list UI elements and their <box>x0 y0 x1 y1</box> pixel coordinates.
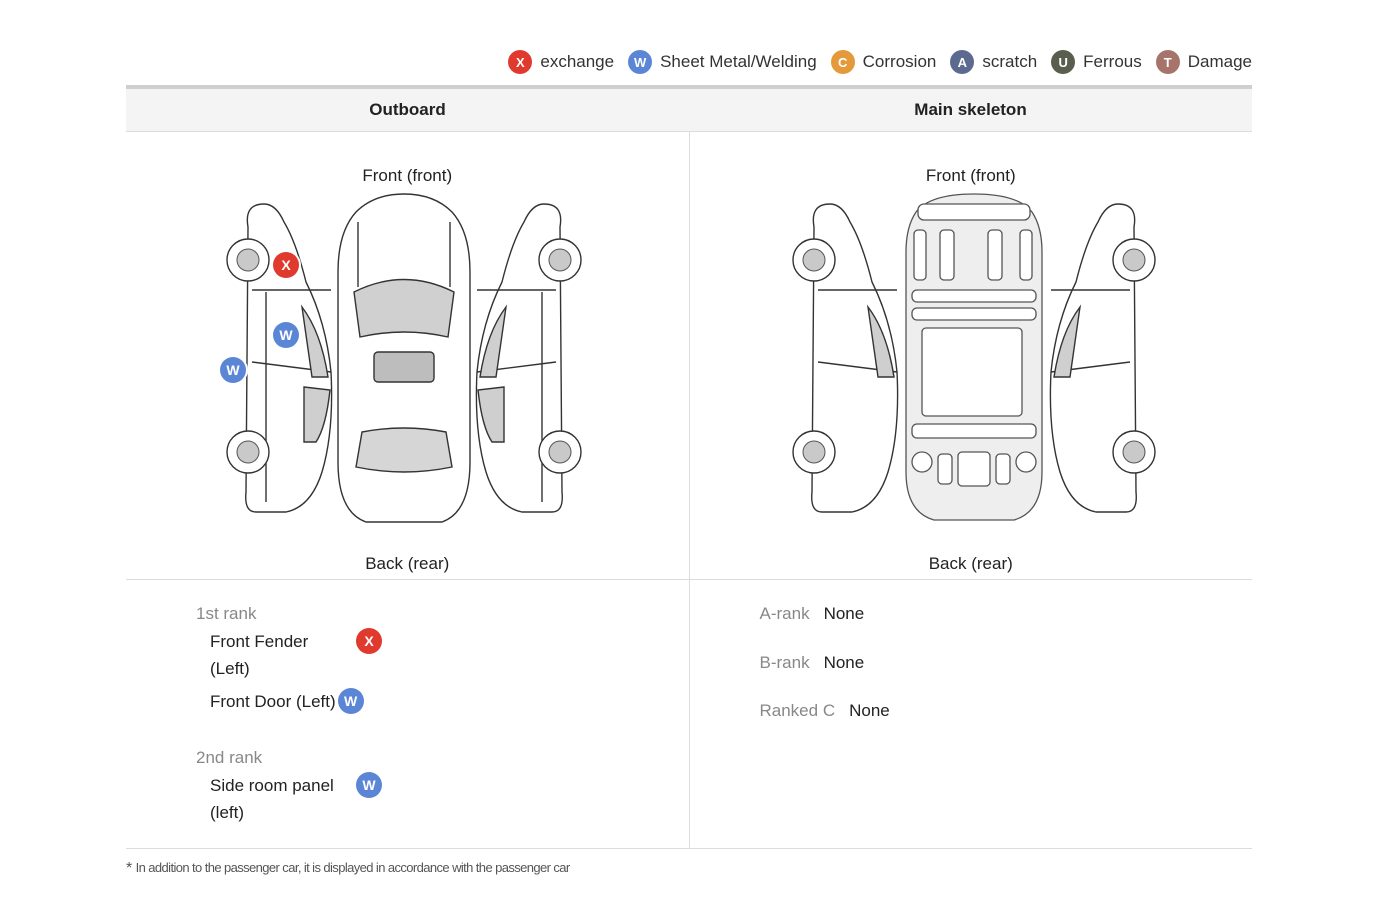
legend-item-ferrous: U Ferrous <box>1051 50 1142 74</box>
footnote-text: In addition to the passenger car, it is … <box>135 860 571 875</box>
column-header-main-skeleton: Main skeleton <box>914 100 1027 119</box>
left-side-window <box>866 304 895 378</box>
legend-label: Sheet Metal/Welding <box>660 52 817 71</box>
hub-rear-left <box>802 440 825 464</box>
legend-item-damage: T Damage <box>1155 50 1252 74</box>
right-side-rear-window <box>477 386 505 443</box>
frame-dash-bar <box>910 289 1037 303</box>
frame-rear-mount-right <box>1014 451 1037 473</box>
hub-rear-left <box>236 440 260 464</box>
legend-label: scratch <box>982 52 1038 71</box>
hub-front-right <box>1122 248 1145 272</box>
front-label: Front (front) <box>925 166 1016 185</box>
frame-floor-bar <box>910 307 1037 321</box>
front-label: Front (front) <box>362 166 453 185</box>
hub-front-left <box>236 248 260 272</box>
table-header: Outboard Main skeleton <box>126 89 1252 132</box>
outboard-car-diagram <box>226 193 582 523</box>
item-label: Front Fender <box>210 632 309 651</box>
right-side-window <box>479 304 508 378</box>
details-row: 1st rank Front Fender (Left) X Front Doo… <box>126 580 1252 849</box>
ferrous-badge-icon: U <box>1051 50 1076 74</box>
hub-front-right <box>548 248 572 272</box>
top-view-windshield <box>353 278 455 338</box>
frame-floor-panel <box>920 327 1023 417</box>
damage-legend: X exchange W Sheet Metal/Welding C Corro… <box>508 48 1252 76</box>
rank-line-a: A-rank None <box>760 604 865 624</box>
footnote: *In addition to the passenger car, it is… <box>126 860 570 878</box>
frame-rear-mount-left <box>910 451 933 473</box>
legend-label: Ferrous <box>1083 52 1142 71</box>
column-header-outboard: Outboard <box>369 100 446 119</box>
frame-rail-2 <box>938 229 955 281</box>
legend-item-sheet-metal: W Sheet Metal/Welding <box>628 50 817 74</box>
right-side-body <box>1049 203 1137 513</box>
right-side-window <box>1052 304 1081 378</box>
left-side-body <box>810 203 898 513</box>
rank-value: None <box>849 701 890 720</box>
frame-rail-1 <box>912 229 927 281</box>
legend-label: Corrosion <box>862 52 937 71</box>
welding-badge-icon: W <box>356 772 382 798</box>
item-label-side: (left) <box>210 803 244 822</box>
rank-value: None <box>823 604 865 623</box>
legend-label: Damage <box>1187 52 1252 71</box>
welding-badge-icon: W <box>337 688 364 714</box>
top-view-rear-window <box>355 427 453 473</box>
legend-item-scratch: A scratch <box>950 50 1037 74</box>
scratch-badge-icon: A <box>950 50 975 74</box>
frame-rear-rail-left <box>936 453 953 485</box>
frame-rear-rail-right <box>994 453 1011 485</box>
exchange-badge-icon: X <box>356 628 382 654</box>
rank-label: Ranked C <box>759 701 836 720</box>
left-side-window <box>300 304 329 378</box>
list-item-front-fender: Front Fender (Left) X <box>210 628 382 682</box>
corrosion-badge-icon: C <box>830 50 855 74</box>
marker-front-door-left[interactable]: W <box>273 322 299 348</box>
marker-front-fender-left[interactable]: X <box>273 252 299 278</box>
back-label: Back (rear) <box>365 554 450 573</box>
rank-title-1st: 1st rank <box>196 604 257 623</box>
legend-item-corrosion: C Corrosion <box>830 50 937 74</box>
hub-rear-right <box>548 440 572 464</box>
footnote-star: * <box>126 860 132 877</box>
back-label: Back (rear) <box>928 554 1013 573</box>
legend-label: exchange <box>540 52 615 71</box>
inspection-table: Outboard Main skeleton Front (front) <box>126 85 1252 849</box>
frame-rail-4 <box>1018 229 1033 281</box>
item-label: Side room panel <box>210 776 334 795</box>
frame-rear-bar <box>910 423 1037 439</box>
item-label-side: (Left) <box>210 659 250 678</box>
rank-title-2nd: 2nd rank <box>196 748 263 767</box>
hub-front-left <box>802 248 825 272</box>
frame-trunk-panel <box>956 451 991 487</box>
skeleton-car-diagram <box>791 193 1156 521</box>
rank-value: None <box>823 653 865 672</box>
left-side-rear-window <box>303 386 331 443</box>
hub-rear-right <box>1122 440 1145 464</box>
outboard-diagram-cell: Front (front) <box>126 132 690 579</box>
list-item-side-room-panel: Side room panel (left) W <box>210 772 382 826</box>
marker-side-room-panel-left[interactable]: W <box>220 357 246 383</box>
exchange-badge-icon: X <box>508 50 533 74</box>
list-item-front-door: Front Door (Left) W <box>210 688 364 715</box>
frame-rail-3 <box>986 229 1003 281</box>
skeleton-details-cell: A-rank None B-rank None Ranked C None <box>690 580 1253 848</box>
rank-line-b: B-rank None <box>760 653 865 673</box>
item-label: Front Door (Left) <box>210 692 336 711</box>
legend-item-exchange: X exchange <box>508 50 614 74</box>
rank-line-c: Ranked C None <box>760 701 890 721</box>
rank-label: B-rank <box>759 653 810 672</box>
outboard-details-cell: 1st rank Front Fender (Left) X Front Doo… <box>126 580 690 848</box>
top-view-sunroof <box>373 351 435 383</box>
damage-badge-icon: T <box>1155 50 1180 74</box>
diagram-row: Front (front) <box>126 132 1252 580</box>
skeleton-diagram-cell: Front (front) <box>690 132 1253 579</box>
frame-front-crossmember <box>916 203 1031 221</box>
rank-label: A-rank <box>759 604 810 623</box>
welding-badge-icon: W <box>628 50 653 74</box>
